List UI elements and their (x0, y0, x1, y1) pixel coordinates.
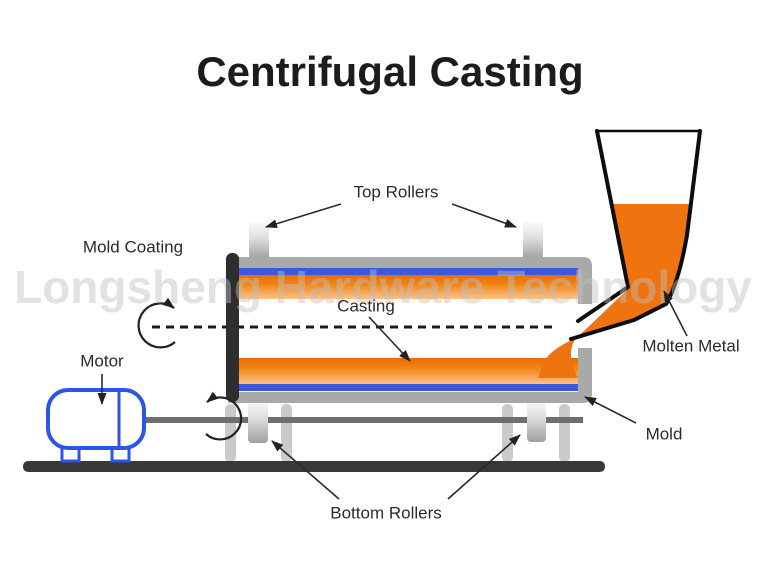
support-post (559, 404, 570, 462)
arrow-bottom-roller-right (447, 434, 521, 500)
funnel-empty-space (597, 131, 700, 205)
watermark-text: Longsheng Hardware Technology (14, 261, 752, 313)
arrow-molten-metal (663, 290, 688, 337)
label-bottom-rollers: Bottom Rollers (330, 503, 442, 523)
mold-coating-strip-top (239, 268, 578, 275)
arrow-mold (584, 396, 637, 424)
label-molten-metal: Molten Metal (642, 336, 740, 356)
mold-shell-top (228, 257, 592, 304)
label-casting: Casting (337, 296, 395, 316)
rotation-arrow-mold (137, 297, 176, 349)
molten-metal-stream (538, 204, 690, 378)
mold-coating-strips (239, 268, 578, 391)
mold-end-cap (226, 253, 239, 402)
top-roller-right (523, 221, 543, 259)
support-post (502, 404, 513, 462)
label-motor: Motor (80, 351, 124, 371)
pouring-funnel (538, 129, 702, 378)
pointer-arrows (97, 203, 688, 500)
label-top-rollers: Top Rollers (353, 182, 439, 202)
support-posts (225, 404, 570, 462)
label-mold-coating: Mold Coating (82, 237, 184, 257)
bottom-roller-right (527, 398, 546, 442)
bottom-roller-left (248, 398, 268, 443)
rotation-arrow-shaft (205, 391, 243, 441)
rollers (248, 221, 546, 443)
casting-bands (239, 275, 578, 384)
arrow-bottom-roller-left (271, 440, 340, 500)
label-mold: Mold (645, 424, 683, 444)
casting-band-top (239, 275, 578, 299)
page-title: Centrifugal Casting (196, 48, 584, 95)
base-plate (23, 461, 605, 472)
funnel-outline-left (576, 129, 630, 323)
motor (46, 388, 146, 463)
arrow-top-roller-left (265, 203, 342, 229)
arrow-casting (368, 316, 411, 362)
mold-shell (228, 257, 592, 403)
casting-band-bottom (239, 358, 578, 384)
mold-shell-bottom (228, 348, 592, 403)
motor-body (46, 388, 146, 450)
mold-coating-strip-bottom (239, 384, 578, 391)
arrow-top-roller-right (451, 203, 517, 228)
top-roller-left (249, 221, 269, 259)
funnel-outline-right (569, 129, 702, 341)
